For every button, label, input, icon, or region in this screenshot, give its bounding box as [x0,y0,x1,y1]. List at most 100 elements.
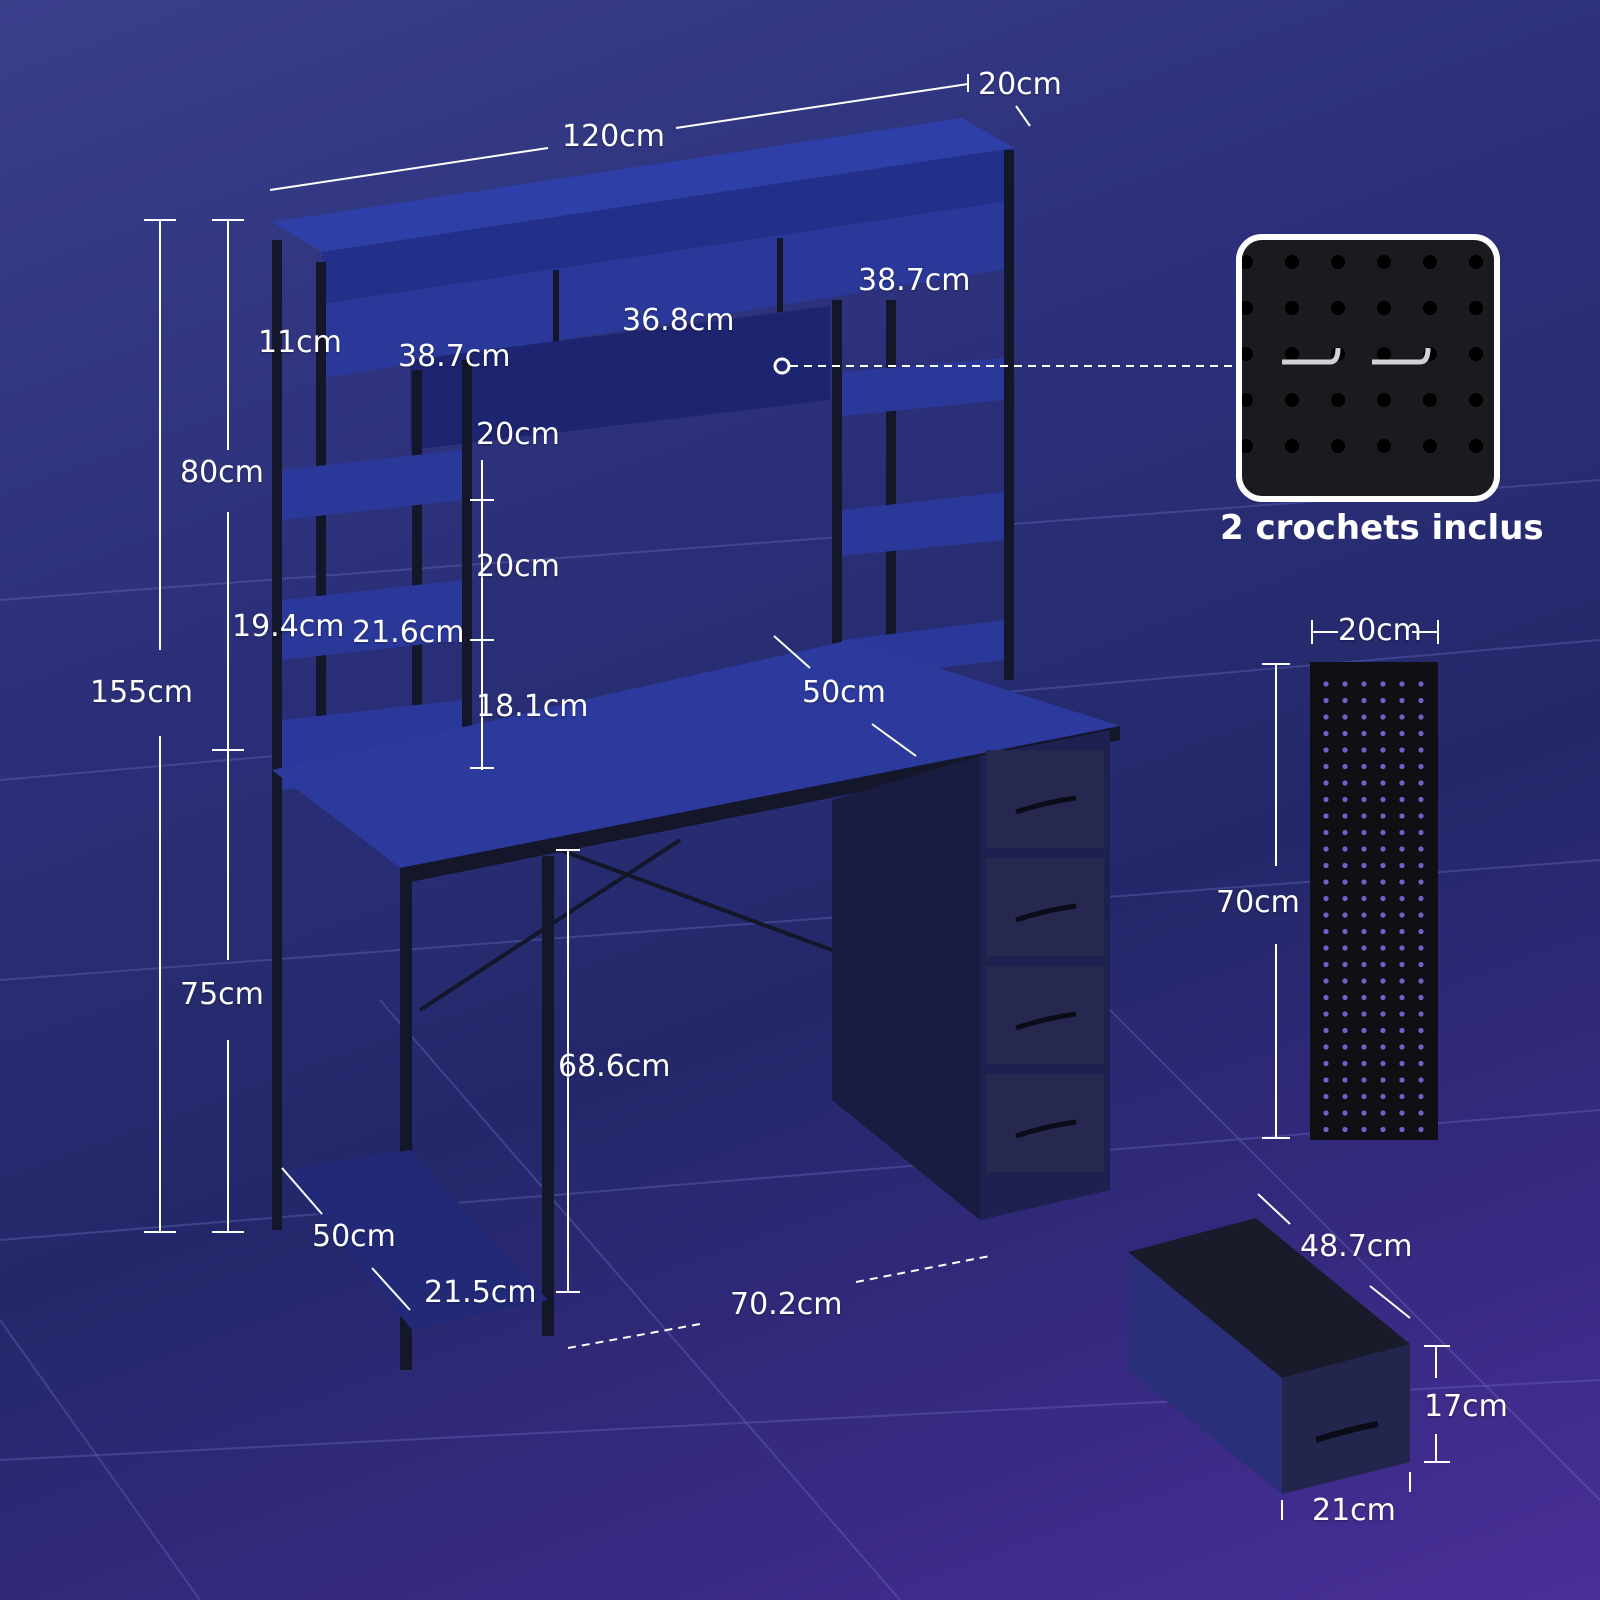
peg-hole [1342,730,1348,737]
peg-hole [1399,1126,1405,1133]
peg-hole [1380,895,1386,902]
floor-grid [0,479,1600,1600]
peg-hole [1361,862,1367,869]
peg-hole [1323,681,1329,687]
peg-hole [1418,747,1424,753]
peg-hole [1399,697,1405,704]
peg-hole [1399,813,1405,819]
peg-hole [1399,1044,1405,1050]
peg-hole [1418,862,1424,869]
peg-hole [1323,912,1329,918]
peg-hole [1380,681,1386,687]
peg-hole [1399,1110,1405,1116]
dim-pegboard-width: 20cm [1338,613,1422,648]
inset-peg-hole [1377,255,1391,269]
inset-peg-hole [1242,255,1253,269]
peg-hole [1418,928,1424,935]
peg-hole [1418,961,1424,968]
peg-hole [1361,1027,1367,1034]
peg-hole [1323,1011,1329,1017]
peg-hole [1399,763,1405,770]
peg-hole [1361,813,1367,819]
inset-peg-hole [1469,301,1483,315]
peg-hole [1380,747,1386,753]
hutch-cubbies [322,200,1014,378]
peg-hole [1399,1093,1405,1100]
inset-peg-hole [1423,393,1437,407]
peg-hole [1342,747,1348,753]
peg-hole [1418,813,1424,819]
peg-hole [1342,1011,1348,1017]
peg-hole [1323,1060,1329,1067]
inset-peg-hole [1423,439,1437,453]
inset-peg-hole [1285,439,1299,453]
dim-top-width: 120cm [562,119,665,154]
dim-desk-height: 75cm [180,977,264,1012]
peg-hole [1342,697,1348,704]
peg-hole [1418,978,1424,984]
inset-peg-hole [1285,255,1299,269]
peg-hole [1380,813,1386,819]
peg-hole [1399,730,1405,737]
hutch-top-front [322,148,1014,304]
inset-peg-hole [1331,301,1345,315]
peg-hole [1361,714,1367,720]
peg-hole [1323,879,1329,885]
peg-hole [1361,1093,1367,1100]
peg-hole [1342,829,1348,836]
peg-hole [1399,961,1405,968]
peg-hole [1323,1044,1329,1050]
peg-hole [1323,730,1329,737]
peg-hole [1380,961,1386,968]
inset-peg-hole [1285,393,1299,407]
peg-hole [1418,697,1424,704]
peg-hole [1418,945,1424,951]
peg-hole [1399,862,1405,869]
peg-hole [1323,961,1329,968]
peg-hole [1342,1077,1348,1083]
peg-hole [1361,928,1367,935]
peg-hole [1399,714,1405,720]
peg-hole [1342,961,1348,968]
peg-hole [1418,1027,1424,1034]
dim-pegboard-height: 70cm [1216,885,1300,920]
peg-hole [1418,1060,1424,1067]
peg-hole [1323,928,1329,935]
inset-peg-hole [1331,393,1345,407]
peg-hole [1323,796,1329,803]
peg-hole [1418,714,1424,720]
peg-hole [1361,895,1367,902]
peg-hole [1342,912,1348,918]
peg-hole [1361,697,1367,704]
peg-hole [1361,978,1367,984]
peg-hole [1418,1044,1424,1050]
peg-hole [1399,681,1405,687]
peg-hole [1361,730,1367,737]
peg-hole [1380,945,1386,951]
peg-hole [1342,862,1348,869]
dim-knee-width: 70.2cm [730,1287,843,1322]
peg-hole [1380,978,1386,984]
peg-hole [1342,994,1348,1001]
peg-hole [1323,763,1329,770]
inset-peg-hole [1469,347,1483,361]
dimension-lines [144,74,1450,1520]
peg-hole [1380,1011,1386,1017]
inset-peg-hole [1469,255,1483,269]
peg-hole [1380,1044,1386,1050]
dim-desk-depth: 50cm [802,675,886,710]
peg-hole [1418,846,1424,852]
peg-hole [1323,1093,1329,1100]
peg-hole [1361,1126,1367,1133]
peg-hole [1342,780,1348,786]
inset-peg-hole [1469,439,1483,453]
dim-side-depth: 19.4cm [232,609,345,644]
inset-peg-hole [1285,301,1299,315]
peg-hole [1342,928,1348,935]
peg-hole [1323,813,1329,819]
peg-hole [1361,879,1367,885]
hutch-top [272,118,1014,252]
dim-bottom-depth: 50cm [312,1219,396,1254]
peg-hole [1399,747,1405,753]
peg-hole [1323,978,1329,984]
